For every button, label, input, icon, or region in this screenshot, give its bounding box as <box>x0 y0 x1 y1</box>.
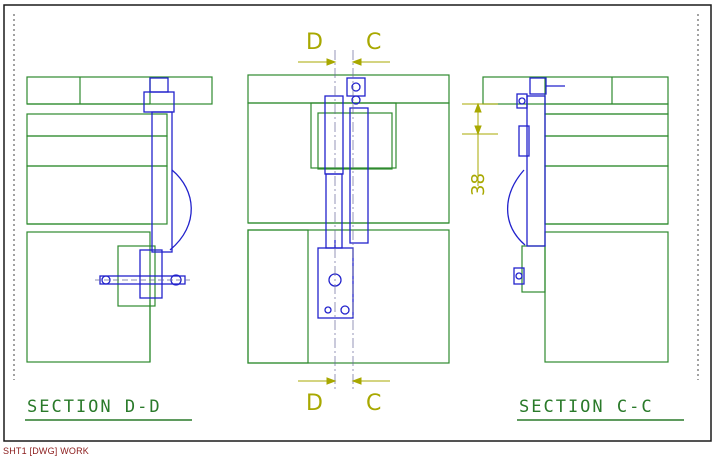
dimension-38 <box>462 102 498 186</box>
middle-view-centerlines <box>334 50 354 390</box>
section-c-c-view <box>482 76 669 363</box>
section-d-d-part <box>99 77 192 299</box>
section-d-d-title: SECTION D-D <box>27 397 162 417</box>
section-c-c-part <box>506 77 565 285</box>
middle-view-part <box>317 77 369 319</box>
bottom-section-arrows <box>298 377 390 385</box>
callout-top-d: D <box>306 30 323 55</box>
section-c-c-title: SECTION C-C <box>519 397 654 417</box>
callout-top-c: C <box>366 30 381 55</box>
status-bar-label: SHT1 [DWG] WORK <box>3 446 89 456</box>
top-section-arrows <box>298 58 390 66</box>
dimension-value-38: 38 <box>468 173 489 196</box>
middle-view-structure <box>247 74 450 364</box>
section-d-d-view <box>26 76 213 363</box>
callout-bottom-c: C <box>366 391 381 416</box>
sheet-border <box>3 4 712 442</box>
callout-bottom-d: D <box>306 391 323 416</box>
